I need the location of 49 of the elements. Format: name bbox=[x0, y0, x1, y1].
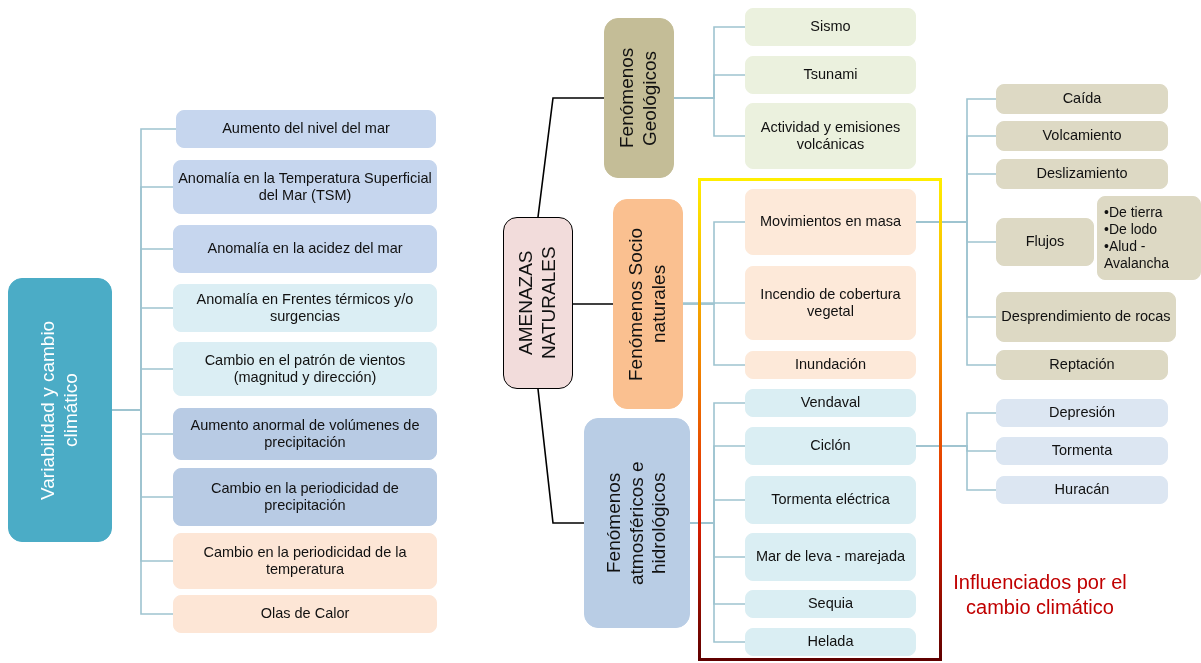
connector-line bbox=[537, 388, 585, 524]
list-item: •De lodo bbox=[1104, 221, 1158, 238]
list-item: •De tierra bbox=[1104, 204, 1163, 222]
topic-box: Incendio de cobertura vegetal bbox=[745, 266, 916, 340]
connector-line bbox=[682, 302, 746, 304]
topic-box: Vendaval bbox=[745, 389, 916, 417]
topic-box: Flujos bbox=[996, 218, 1094, 266]
topic-box: Helada bbox=[745, 628, 916, 656]
topic-box: Depresión bbox=[996, 399, 1168, 427]
list-item: •Alud - Avalancha bbox=[1104, 238, 1171, 272]
category-box: Fenómenos Geológicos bbox=[604, 18, 674, 178]
category-box: Variabilidad y cambio climático bbox=[8, 278, 112, 542]
connector-line bbox=[537, 97, 605, 218]
category-box: Fenómenos atmosféricos e hidrológicos bbox=[584, 418, 690, 628]
topic-box: Aumento del nivel del mar bbox=[176, 110, 436, 148]
topic-box: Inundación bbox=[745, 351, 916, 379]
topic-box: Olas de Calor bbox=[173, 595, 437, 633]
note-box bbox=[1097, 196, 1201, 280]
connector-line bbox=[689, 522, 746, 643]
topic-box: Ciclón bbox=[745, 427, 916, 465]
topic-box: Cambio en el patrón de vientos (magnitud y dirección) bbox=[173, 342, 437, 396]
topic-box: Movimientos en masa bbox=[745, 189, 916, 255]
connector-line bbox=[915, 445, 997, 491]
topic-box: Aumento anormal de volúmenes de precipitación bbox=[173, 408, 437, 460]
topic-box: Deslizamiento bbox=[996, 159, 1168, 189]
topic-box: Anomalía en la acidez del mar bbox=[173, 225, 437, 273]
category-box: AMENAZAS NATURALES bbox=[503, 217, 573, 389]
connector-line bbox=[682, 303, 746, 366]
category-box: Fenómenos Socio naturales bbox=[613, 199, 683, 409]
topic-box: Reptación bbox=[996, 350, 1168, 380]
connector-line bbox=[915, 221, 997, 366]
topic-box: Actividad y emisiones volcánicas bbox=[745, 103, 916, 169]
note-text: Influenciados por el cambio climático bbox=[952, 570, 1128, 620]
topic-box: Huracán bbox=[996, 476, 1168, 504]
topic-box: Anomalía en Frentes térmicos y/o surgencias bbox=[173, 284, 437, 332]
topic-box: Cambio en la periodicidad de precipitación bbox=[173, 468, 437, 526]
connector-line bbox=[673, 97, 746, 137]
connector-line bbox=[572, 303, 614, 305]
topic-box: Sequia bbox=[745, 590, 916, 618]
topic-box: Caída bbox=[996, 84, 1168, 114]
topic-box: Volcamiento bbox=[996, 121, 1168, 151]
topic-box: Tormenta bbox=[996, 437, 1168, 465]
topic-box: Tsunami bbox=[745, 56, 916, 94]
topic-box: Cambio en la periodicidad de la temperatura bbox=[173, 533, 437, 589]
topic-box: Mar de leva - marejada bbox=[745, 533, 916, 581]
topic-box: Desprendimiento de rocas bbox=[996, 292, 1176, 342]
topic-box: Anomalía en la Temperatura Superficial del Mar (TSM) bbox=[173, 160, 437, 214]
topic-box: Sismo bbox=[745, 8, 916, 46]
topic-box: Tormenta eléctrica bbox=[745, 476, 916, 524]
